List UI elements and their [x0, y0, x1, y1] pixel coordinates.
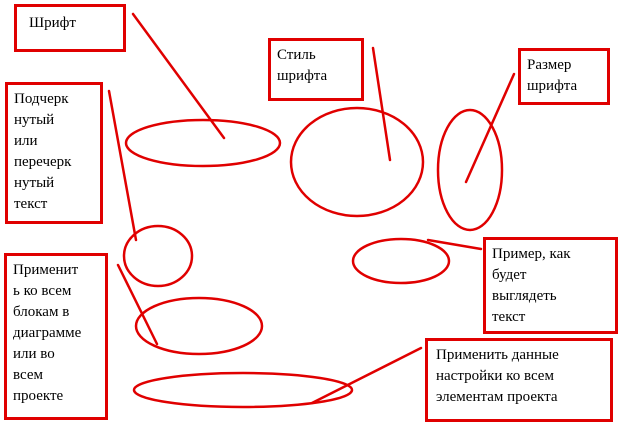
underline-pointer-line	[107, 89, 138, 242]
font-style-ellipse	[289, 106, 425, 218]
apply-all-pointer-line	[310, 346, 423, 405]
apply-all-ellipse	[132, 371, 354, 409]
sample-ellipse	[351, 237, 451, 285]
font-size-ellipse	[436, 108, 504, 232]
font-pointer-line	[131, 12, 226, 140]
font-style-pointer-line	[371, 46, 392, 162]
apply-blocks-pointer-line	[116, 263, 159, 346]
label-sample-text: Пример, как будет выглядеть текст	[483, 237, 618, 334]
label-apply-to-all-blocks: Применит ь ко всем блокам в диаграмме ил…	[4, 253, 108, 420]
label-underline-strikethrough: Подчерк нутый или перечерк нутый текст	[5, 82, 103, 224]
apply-blocks-ellipse	[134, 296, 264, 356]
underline-ellipse	[122, 224, 194, 288]
font-selector-ellipse	[124, 118, 282, 168]
sample-pointer-line	[426, 238, 483, 251]
label-font: Шрифт	[14, 4, 126, 52]
label-apply-to-all-elements: Применить данные настройки ко всем элеме…	[425, 338, 613, 422]
label-font-size: Размер шрифта	[518, 48, 610, 105]
label-font-style: Стиль шрифта	[268, 38, 364, 101]
font-size-pointer-line	[464, 72, 516, 184]
